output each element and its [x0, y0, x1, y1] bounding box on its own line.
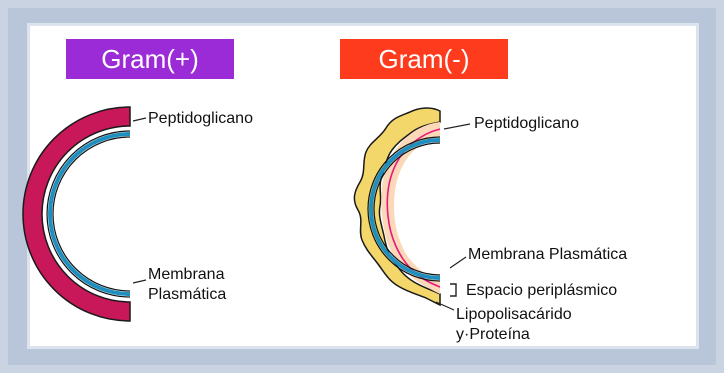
- gram-negative-periplasmic-label: Espacio periplásmico: [466, 282, 618, 299]
- gram-positive-peptidoglycan-leader: [132, 117, 147, 122]
- gram-negative-lps-label-line1: Lipopolisacárido: [456, 306, 572, 323]
- gram-negative-membrane-label: Membrana Plasmática: [468, 246, 628, 263]
- gram-negative-wall: [353, 107, 441, 307]
- gram-negative-membrane-inner: [373, 142, 441, 276]
- gram-positive-peptidoglycan: [22, 106, 131, 322]
- gram-negative-title: Gram(-): [340, 39, 508, 79]
- gram-positive-membrane-fill: [48, 132, 131, 296]
- gram-positive-peptidoglycan-label: Peptidoglicano: [148, 110, 253, 127]
- gram-positive-membrane-leader: [132, 279, 147, 284]
- gram-positive-title: Gram(+): [66, 39, 234, 79]
- gram-negative-membrane-leader: [449, 256, 467, 269]
- gram-positive-inner-line: [43, 127, 131, 301]
- gram-negative-peptidoglycan-leader: [443, 123, 471, 130]
- gram-negative-membrane-fill: [369, 138, 441, 280]
- gram-positive-wall: [22, 106, 131, 322]
- gram-negative-lps-leader: [435, 301, 455, 311]
- gram-positive-membrane: [46, 130, 131, 298]
- gram-negative-lps-label-line2: y·Proteína: [456, 326, 530, 343]
- gram-negative-peptidoglycan-label: Peptidoglicano: [474, 115, 579, 132]
- gram-positive-membrane-label-line2: Plasmática: [148, 286, 227, 303]
- gram-positive-membrane-label-line1: Membrana: [148, 266, 225, 283]
- gram-negative-membrane: [367, 136, 441, 282]
- gram-positive-membrane-inner: [52, 136, 131, 292]
- gram-negative-periplasm-bracket: [450, 283, 457, 297]
